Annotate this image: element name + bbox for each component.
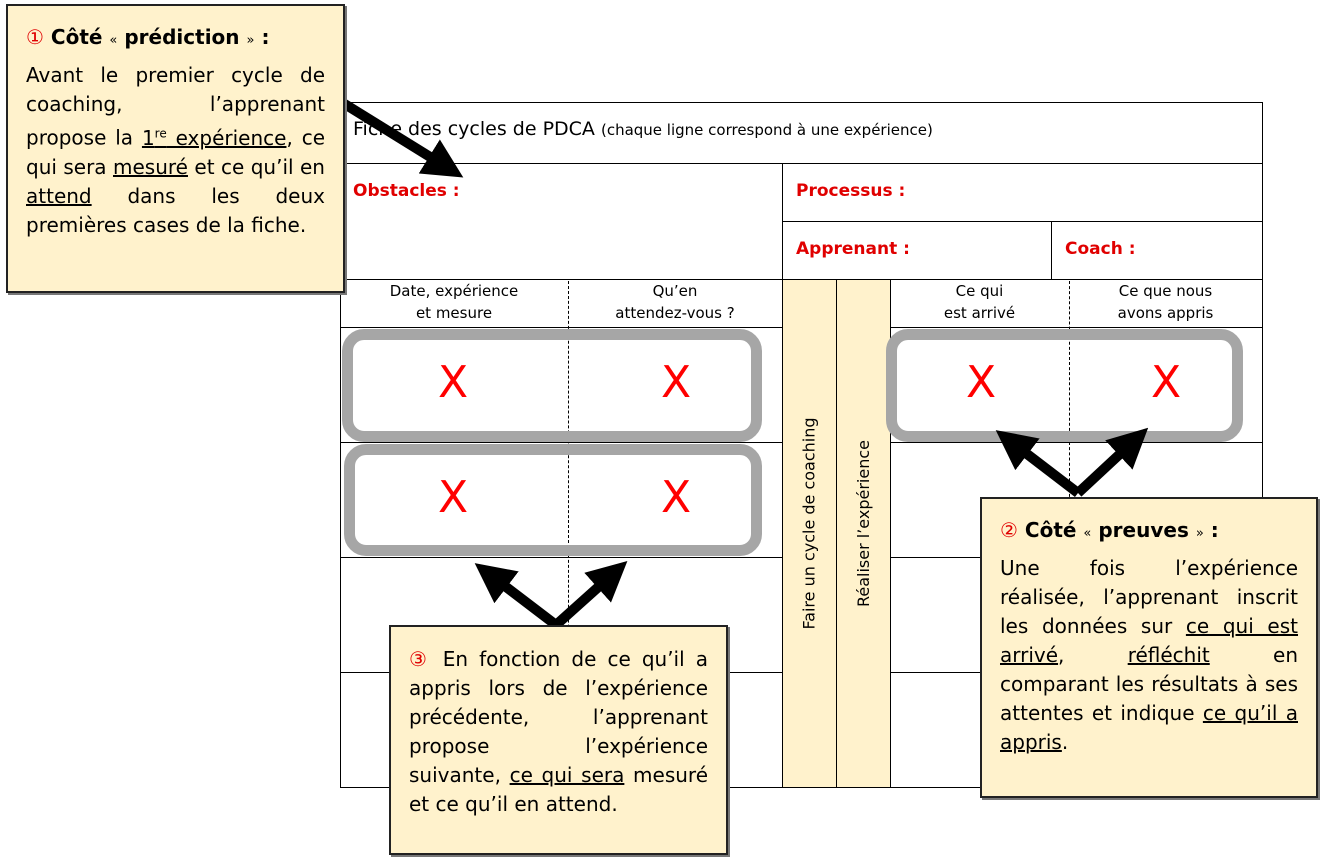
text: , ce qui sera	[26, 125, 325, 179]
divider	[890, 327, 1263, 328]
x-mark: X	[438, 357, 469, 408]
sheet-title-text: Fiche des cycles de PDCA	[353, 118, 595, 140]
number-three-icon: ③	[409, 647, 432, 671]
underlined-text: réfléchit	[1127, 643, 1210, 667]
experiment-column	[836, 279, 890, 787]
arrow-preuves-icon	[995, 427, 1149, 497]
arrow-suivante-icon	[474, 560, 628, 629]
note-prediction-body: Avant le premier cycle de coaching, l’ap…	[26, 61, 325, 240]
note-preuves: ② Côté « preuves » : Une fois l’expérien…	[980, 497, 1318, 798]
text: mesuré et ce qu’il en attend.	[409, 763, 708, 816]
quote: »	[1195, 526, 1204, 541]
text: en comparant les résultats à ses attente…	[1000, 643, 1299, 725]
header-line: est arrivé	[943, 304, 1016, 322]
processus-label: Processus :	[796, 181, 906, 201]
divider	[340, 163, 1263, 164]
text: Une fois l’expérience réalisée, l’appren…	[1000, 556, 1298, 638]
header-line: Qu’en	[652, 282, 698, 300]
x-mark: X	[661, 357, 692, 408]
divider	[890, 279, 891, 787]
divider	[340, 442, 782, 443]
header-line: et mesure	[415, 304, 493, 322]
underlined-text: 1re expérience	[142, 126, 287, 150]
divider	[782, 221, 1263, 222]
text: En fonction de ce qu’il a appris lors de…	[409, 647, 708, 787]
colon: :	[1210, 518, 1219, 542]
x-mark: X	[438, 472, 469, 523]
arrow-prediction-icon	[340, 98, 464, 178]
column-header-date: Date, expérience et mesure	[340, 280, 568, 324]
highlight-row2-left	[344, 444, 762, 556]
text: ,	[1058, 643, 1128, 667]
note-next-body: ③ En fonction de ce qu’il a appris lors …	[409, 645, 708, 819]
divider	[340, 279, 1263, 280]
text: 1	[141, 125, 155, 150]
underlined-text: ce qui sera	[509, 763, 625, 787]
heading-keyword: preuves	[1098, 518, 1189, 542]
divider	[890, 442, 1263, 443]
coaching-cycle-column	[782, 279, 836, 787]
column-header-result: Ce qui est arrivé	[890, 280, 1069, 324]
apprenant-label: Apprenant :	[796, 239, 910, 259]
text: expérience	[166, 125, 287, 150]
header-line: Ce qui	[955, 282, 1004, 300]
quote: «	[109, 33, 118, 48]
note-preuves-heading: ② Côté « preuves » :	[1000, 516, 1298, 548]
divider	[340, 327, 782, 328]
header-line: Date, expérience	[389, 282, 519, 300]
number-one-icon: ①	[26, 25, 44, 49]
header-line: attendez-vous ?	[615, 304, 735, 322]
sheet-subtitle: (chaque ligne correspond à une expérienc…	[600, 121, 933, 139]
divider	[836, 279, 837, 787]
text: .	[1061, 730, 1069, 754]
text: et ce qu’il en	[187, 154, 325, 179]
underlined-text: ce qui est arrivé	[1000, 614, 1299, 667]
note-next-experiment: ③ En fonction de ce qu’il a appris lors …	[389, 625, 728, 855]
heading-text: Côté	[1024, 518, 1077, 542]
dashed-divider	[568, 281, 569, 787]
note-prediction: ① Côté « prédiction » : Avant le premier…	[6, 4, 345, 293]
divider	[340, 557, 782, 558]
coach-label: Coach :	[1065, 239, 1136, 259]
note-preuves-body: Une fois l’expérience réalisée, l’appren…	[1000, 554, 1298, 757]
header-line: Ce que nous	[1118, 282, 1213, 300]
superscript: re	[154, 126, 167, 140]
heading-keyword: prédiction	[124, 25, 240, 49]
underlined-text: attend	[26, 183, 92, 208]
note-prediction-heading: ① Côté « prédiction » :	[26, 23, 325, 55]
column-header-learned: Ce que nous avons appris	[1069, 280, 1262, 324]
number-two-icon: ②	[1000, 518, 1018, 542]
heading-text: Côté	[50, 25, 103, 49]
divider	[1051, 221, 1052, 279]
divider	[782, 163, 783, 788]
x-mark: X	[966, 357, 997, 408]
underlined-text: mesuré	[113, 154, 188, 179]
column-header-expectation: Qu’en attendez-vous ?	[568, 280, 782, 324]
sheet-title: Fiche des cycles de PDCA (chaque ligne c…	[353, 118, 933, 140]
highlight-row1-right	[886, 329, 1243, 442]
dashed-divider	[1069, 442, 1070, 502]
highlight-row1-left	[342, 329, 762, 442]
underlined-text: ce qu’il a appris	[1000, 701, 1298, 754]
quote: »	[246, 33, 255, 48]
text: dans les deux premières cases de la fich…	[26, 183, 325, 237]
x-mark: X	[661, 472, 692, 523]
text: Avant le premier cycle de coaching, l’ap…	[26, 63, 325, 150]
dashed-divider	[1069, 281, 1070, 441]
quote: «	[1083, 526, 1092, 541]
header-line: avons appris	[1117, 304, 1214, 322]
obstacles-label: Obstacles :	[353, 181, 460, 201]
x-mark: X	[1151, 357, 1182, 408]
colon: :	[261, 25, 270, 49]
